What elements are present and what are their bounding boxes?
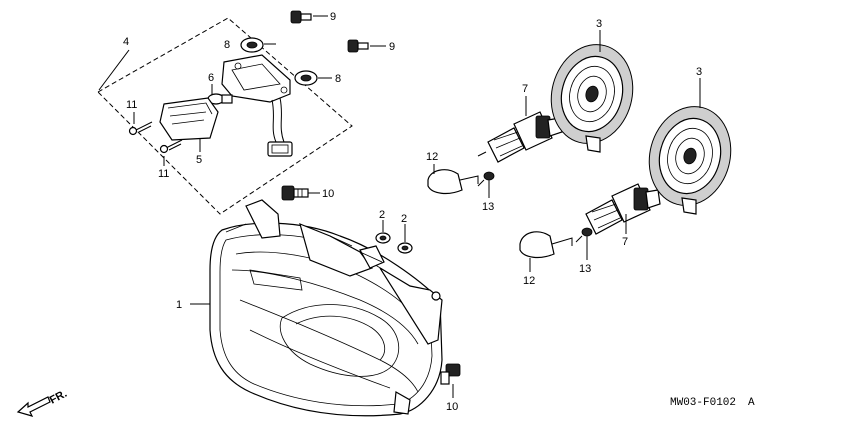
bolt-10-lower xyxy=(440,363,461,385)
screw-13-lower xyxy=(575,227,593,243)
front-marker-label: FR. xyxy=(48,388,69,407)
washer-left xyxy=(375,232,391,244)
subassembly-dashed-box xyxy=(97,17,353,215)
screw-13-upper xyxy=(477,171,495,187)
grommet-upper xyxy=(240,37,264,53)
dust-cover-upper xyxy=(550,44,634,153)
callout-7-lower: 7 xyxy=(622,236,628,248)
leader-lines xyxy=(98,15,701,398)
callout-2-left: 2 xyxy=(379,209,385,221)
callout-5: 5 xyxy=(196,154,202,166)
callout-8-upper: 8 xyxy=(224,39,230,51)
callout-12-upper: 12 xyxy=(426,151,438,163)
headlight-bulb-lower xyxy=(585,183,661,235)
bulb-cap-lower xyxy=(519,231,573,259)
callout-9-top: 9 xyxy=(330,11,336,23)
bulb-cap-upper xyxy=(427,169,479,195)
callout-8-right: 8 xyxy=(335,73,341,85)
callout-4: 4 xyxy=(123,36,129,48)
screw-11-upper xyxy=(128,121,153,136)
front-direction-arrow-icon xyxy=(16,396,51,417)
headlight-assembly xyxy=(209,199,443,417)
washer-right xyxy=(397,242,413,254)
dust-cover-lower xyxy=(648,106,732,215)
callout-13-upper: 13 xyxy=(482,201,494,213)
callout-3-upper: 3 xyxy=(596,18,602,30)
bolt-9-top xyxy=(290,10,312,24)
screw-11-lower xyxy=(159,139,183,154)
position-bulb xyxy=(207,93,233,105)
bolt-10-upper xyxy=(281,185,309,201)
callout-13-lower: 13 xyxy=(579,263,591,275)
diagram-code: MW03-F0102 xyxy=(670,397,736,409)
bolt-9-right xyxy=(347,39,369,53)
callout-3-lower: 3 xyxy=(696,66,702,78)
callout-10-upper: 10 xyxy=(322,188,334,200)
callout-10-lower: 10 xyxy=(446,401,458,413)
position-light-base xyxy=(221,54,293,157)
callout-9-right: 9 xyxy=(389,41,395,53)
headlight-bulb-upper xyxy=(477,111,563,163)
diagram-revision: A xyxy=(748,397,755,409)
callout-1: 1 xyxy=(176,299,182,311)
callout-7-upper: 7 xyxy=(522,83,528,95)
callout-11-upper: 11 xyxy=(126,99,137,111)
callout-11-lower: 11 xyxy=(158,168,169,180)
callout-2-right: 2 xyxy=(401,213,407,225)
position-lens xyxy=(159,97,219,141)
callout-6: 6 xyxy=(208,72,214,84)
callout-12-lower: 12 xyxy=(523,275,535,287)
grommet-right xyxy=(294,70,318,86)
